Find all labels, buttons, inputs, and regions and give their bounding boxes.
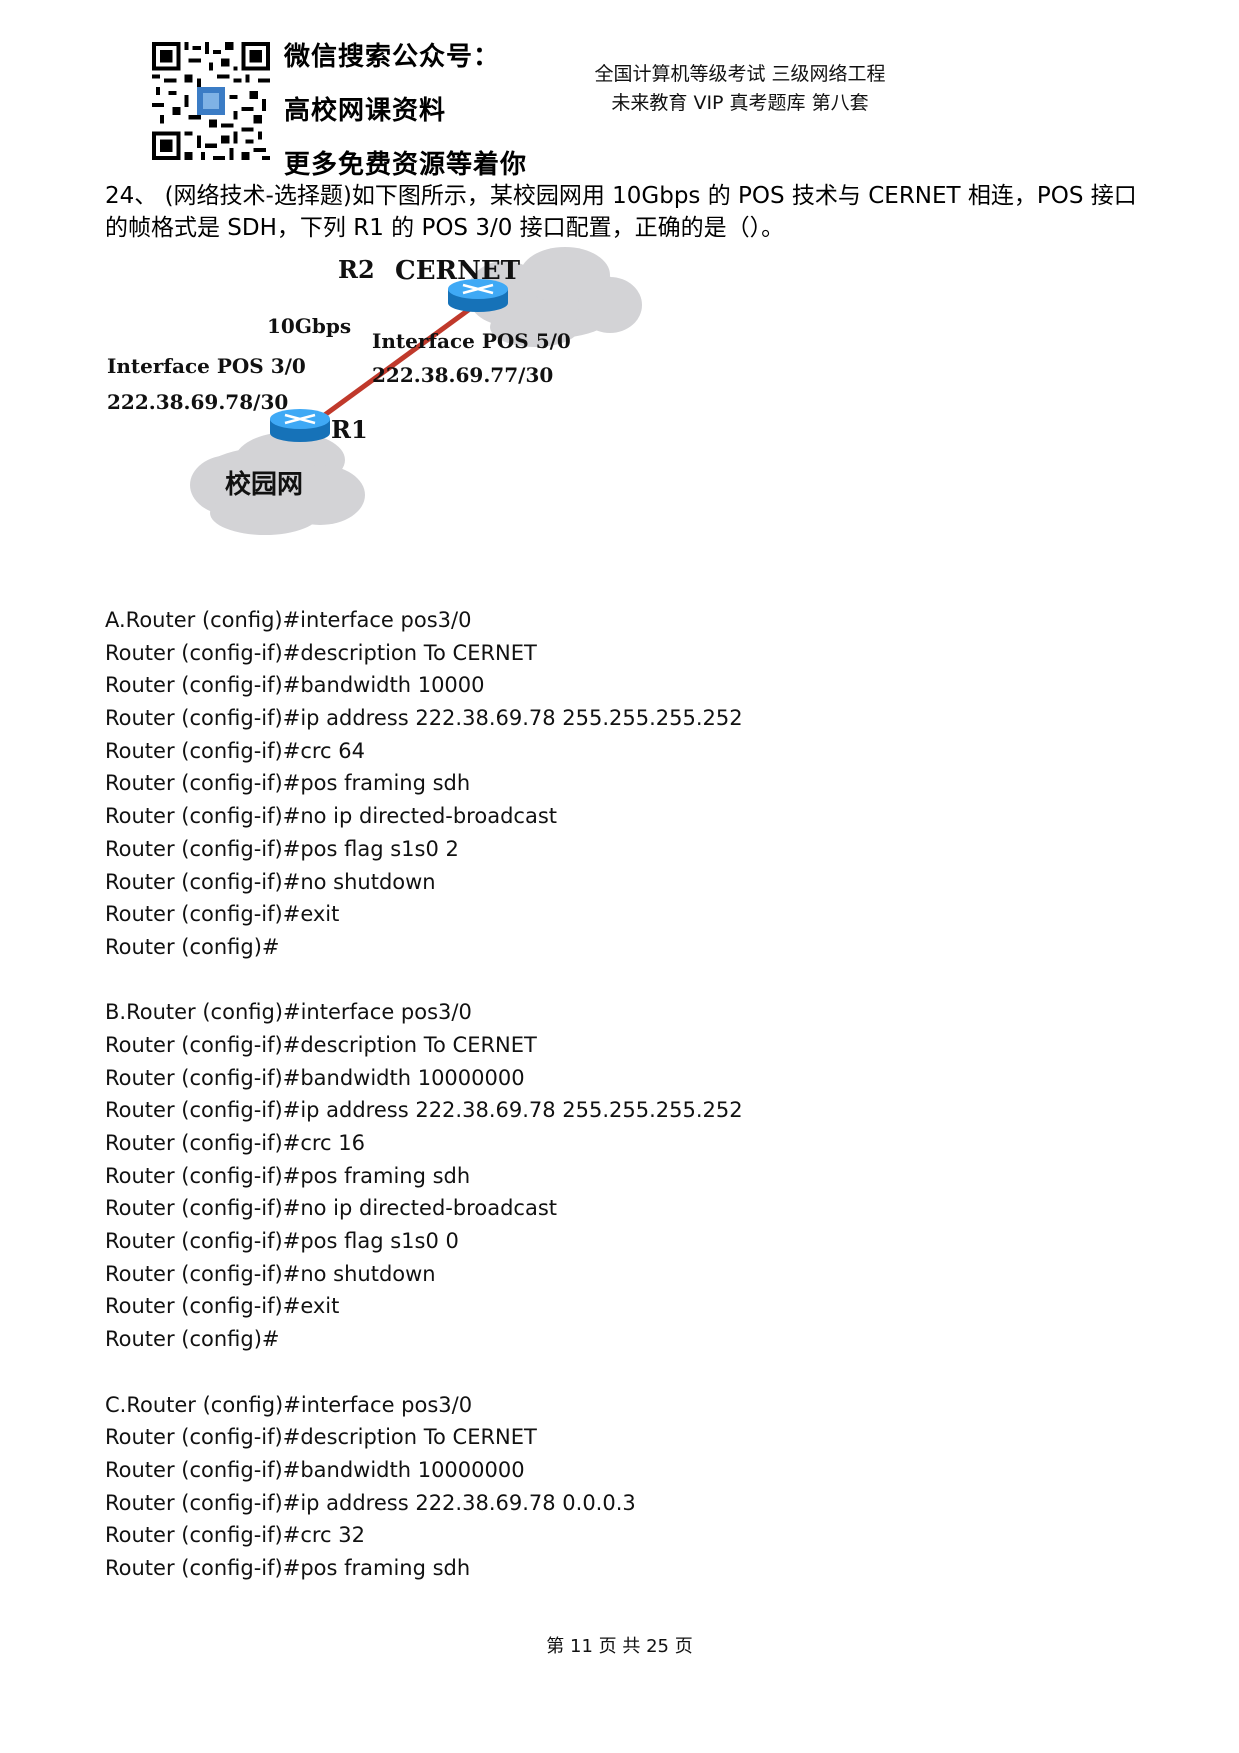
option-b-line: Router (config-if)#pos flag s1s0 0 bbox=[105, 1229, 459, 1254]
exam-title: 全国计算机等级考试 三级网络工程 未来教育 VIP 真考题库 第八套 bbox=[560, 60, 920, 118]
option-c-line: Router (config-if)#ip address 222.38.69.… bbox=[105, 1490, 636, 1515]
option-b-line: Router (config-if)#bandwidth 10000000 bbox=[105, 1065, 525, 1090]
option-b-line: Router (config-if)#pos framing sdh bbox=[105, 1163, 471, 1188]
option-a-line: Router (config-if)#no shutdown bbox=[105, 869, 436, 894]
option-a-line: Router (config-if)#pos flag s1s0 2 bbox=[105, 836, 459, 861]
option-b: B.Router (config)#interface pos3/0 Route… bbox=[105, 996, 1005, 1356]
r2-interface-label: Interface POS 5/0 bbox=[372, 329, 571, 353]
pos-link-line bbox=[298, 300, 480, 436]
page-header: 微信搜索公众号： 高校网课资料 更多免费资源等着你 全国计算机等级考试 三级网络… bbox=[0, 0, 1239, 180]
r1-interface-label: Interface POS 3/0 bbox=[107, 354, 306, 378]
option-b-line: Router (config-if)#exit bbox=[105, 1294, 340, 1319]
option-a-line: Router (config-if)#exit bbox=[105, 902, 340, 927]
option-c-line: C.Router (config)#interface pos3/0 bbox=[105, 1392, 473, 1417]
router-r2-icon bbox=[448, 279, 508, 312]
campus-cloud bbox=[190, 432, 365, 535]
option-a-line: Router (config-if)#pos framing sdh bbox=[105, 771, 471, 796]
option-separator bbox=[105, 1356, 1005, 1389]
option-b-line: B.Router (config)#interface pos3/0 bbox=[105, 1000, 472, 1025]
option-a-line: Router (config-if)#description To CERNET bbox=[105, 640, 537, 665]
promo-line-2: 高校网课资料 bbox=[284, 96, 447, 126]
question-text: 24、 (网络技术-选择题)如下图所示，某校园网用 10Gbps 的 POS 技… bbox=[105, 183, 1137, 241]
qr-code-image bbox=[152, 42, 270, 160]
r2-ip-label: 222.38.69.77/30 bbox=[372, 363, 553, 387]
promo-line-1: 微信搜索公众号： bbox=[284, 42, 501, 72]
option-c-line: Router (config-if)#description To CERNET bbox=[105, 1425, 537, 1450]
option-a-line: Router (config-if)#bandwidth 10000 bbox=[105, 673, 485, 698]
cernet-label: CERNET bbox=[395, 256, 521, 286]
promo-text: 微信搜索公众号： 高校网课资料 更多免费资源等着你 bbox=[284, 30, 527, 192]
option-b-line: Router (config)# bbox=[105, 1327, 280, 1352]
promo-line-3: 更多免费资源等着你 bbox=[284, 150, 528, 180]
option-a-line: Router (config)# bbox=[105, 934, 280, 959]
option-a: A.Router (config)#interface pos3/0 Route… bbox=[105, 604, 1005, 964]
r1-ip-label: 222.38.69.78/30 bbox=[107, 390, 288, 414]
router-r1-icon bbox=[270, 409, 330, 442]
r1-label: R1 bbox=[331, 415, 368, 444]
answer-options: A.Router (config)#interface pos3/0 Route… bbox=[105, 604, 1005, 1585]
campus-label: 校园网 bbox=[225, 469, 303, 500]
page-footer: 第 11 页 共 25 页 bbox=[546, 1636, 693, 1657]
option-b-line: Router (config-if)#description To CERNET bbox=[105, 1032, 537, 1057]
option-separator bbox=[105, 964, 1005, 997]
option-c-line: Router (config-if)#pos framing sdh bbox=[105, 1555, 471, 1580]
link-speed-label: 10Gbps bbox=[267, 314, 351, 338]
option-b-line: Router (config-if)#no shutdown bbox=[105, 1261, 436, 1286]
option-b-line: Router (config-if)#no ip directed-broadc… bbox=[105, 1196, 557, 1221]
option-c: C.Router (config)#interface pos3/0 Route… bbox=[105, 1389, 1005, 1585]
r2-label: R2 bbox=[338, 255, 375, 284]
network-diagram: R2 CERNET 10Gbps Interface POS 5/0 222.3… bbox=[107, 247, 642, 535]
option-b-line: Router (config-if)#ip address 222.38.69.… bbox=[105, 1098, 743, 1123]
option-c-line: Router (config-if)#crc 32 bbox=[105, 1523, 365, 1548]
option-c-line: Router (config-if)#bandwidth 10000000 bbox=[105, 1457, 525, 1482]
option-a-line: Router (config-if)#ip address 222.38.69.… bbox=[105, 706, 743, 731]
option-a-line: Router (config-if)#crc 64 bbox=[105, 738, 365, 763]
option-b-line: Router (config-if)#crc 16 bbox=[105, 1131, 365, 1155]
option-a-line: A.Router (config)#interface pos3/0 bbox=[105, 608, 472, 632]
exam-title-line-1: 全国计算机等级考试 三级网络工程 bbox=[594, 63, 886, 85]
option-a-line: Router (config-if)#no ip directed-broadc… bbox=[105, 804, 557, 829]
exam-title-line-2: 未来教育 VIP 真考题库 第八套 bbox=[611, 92, 869, 114]
